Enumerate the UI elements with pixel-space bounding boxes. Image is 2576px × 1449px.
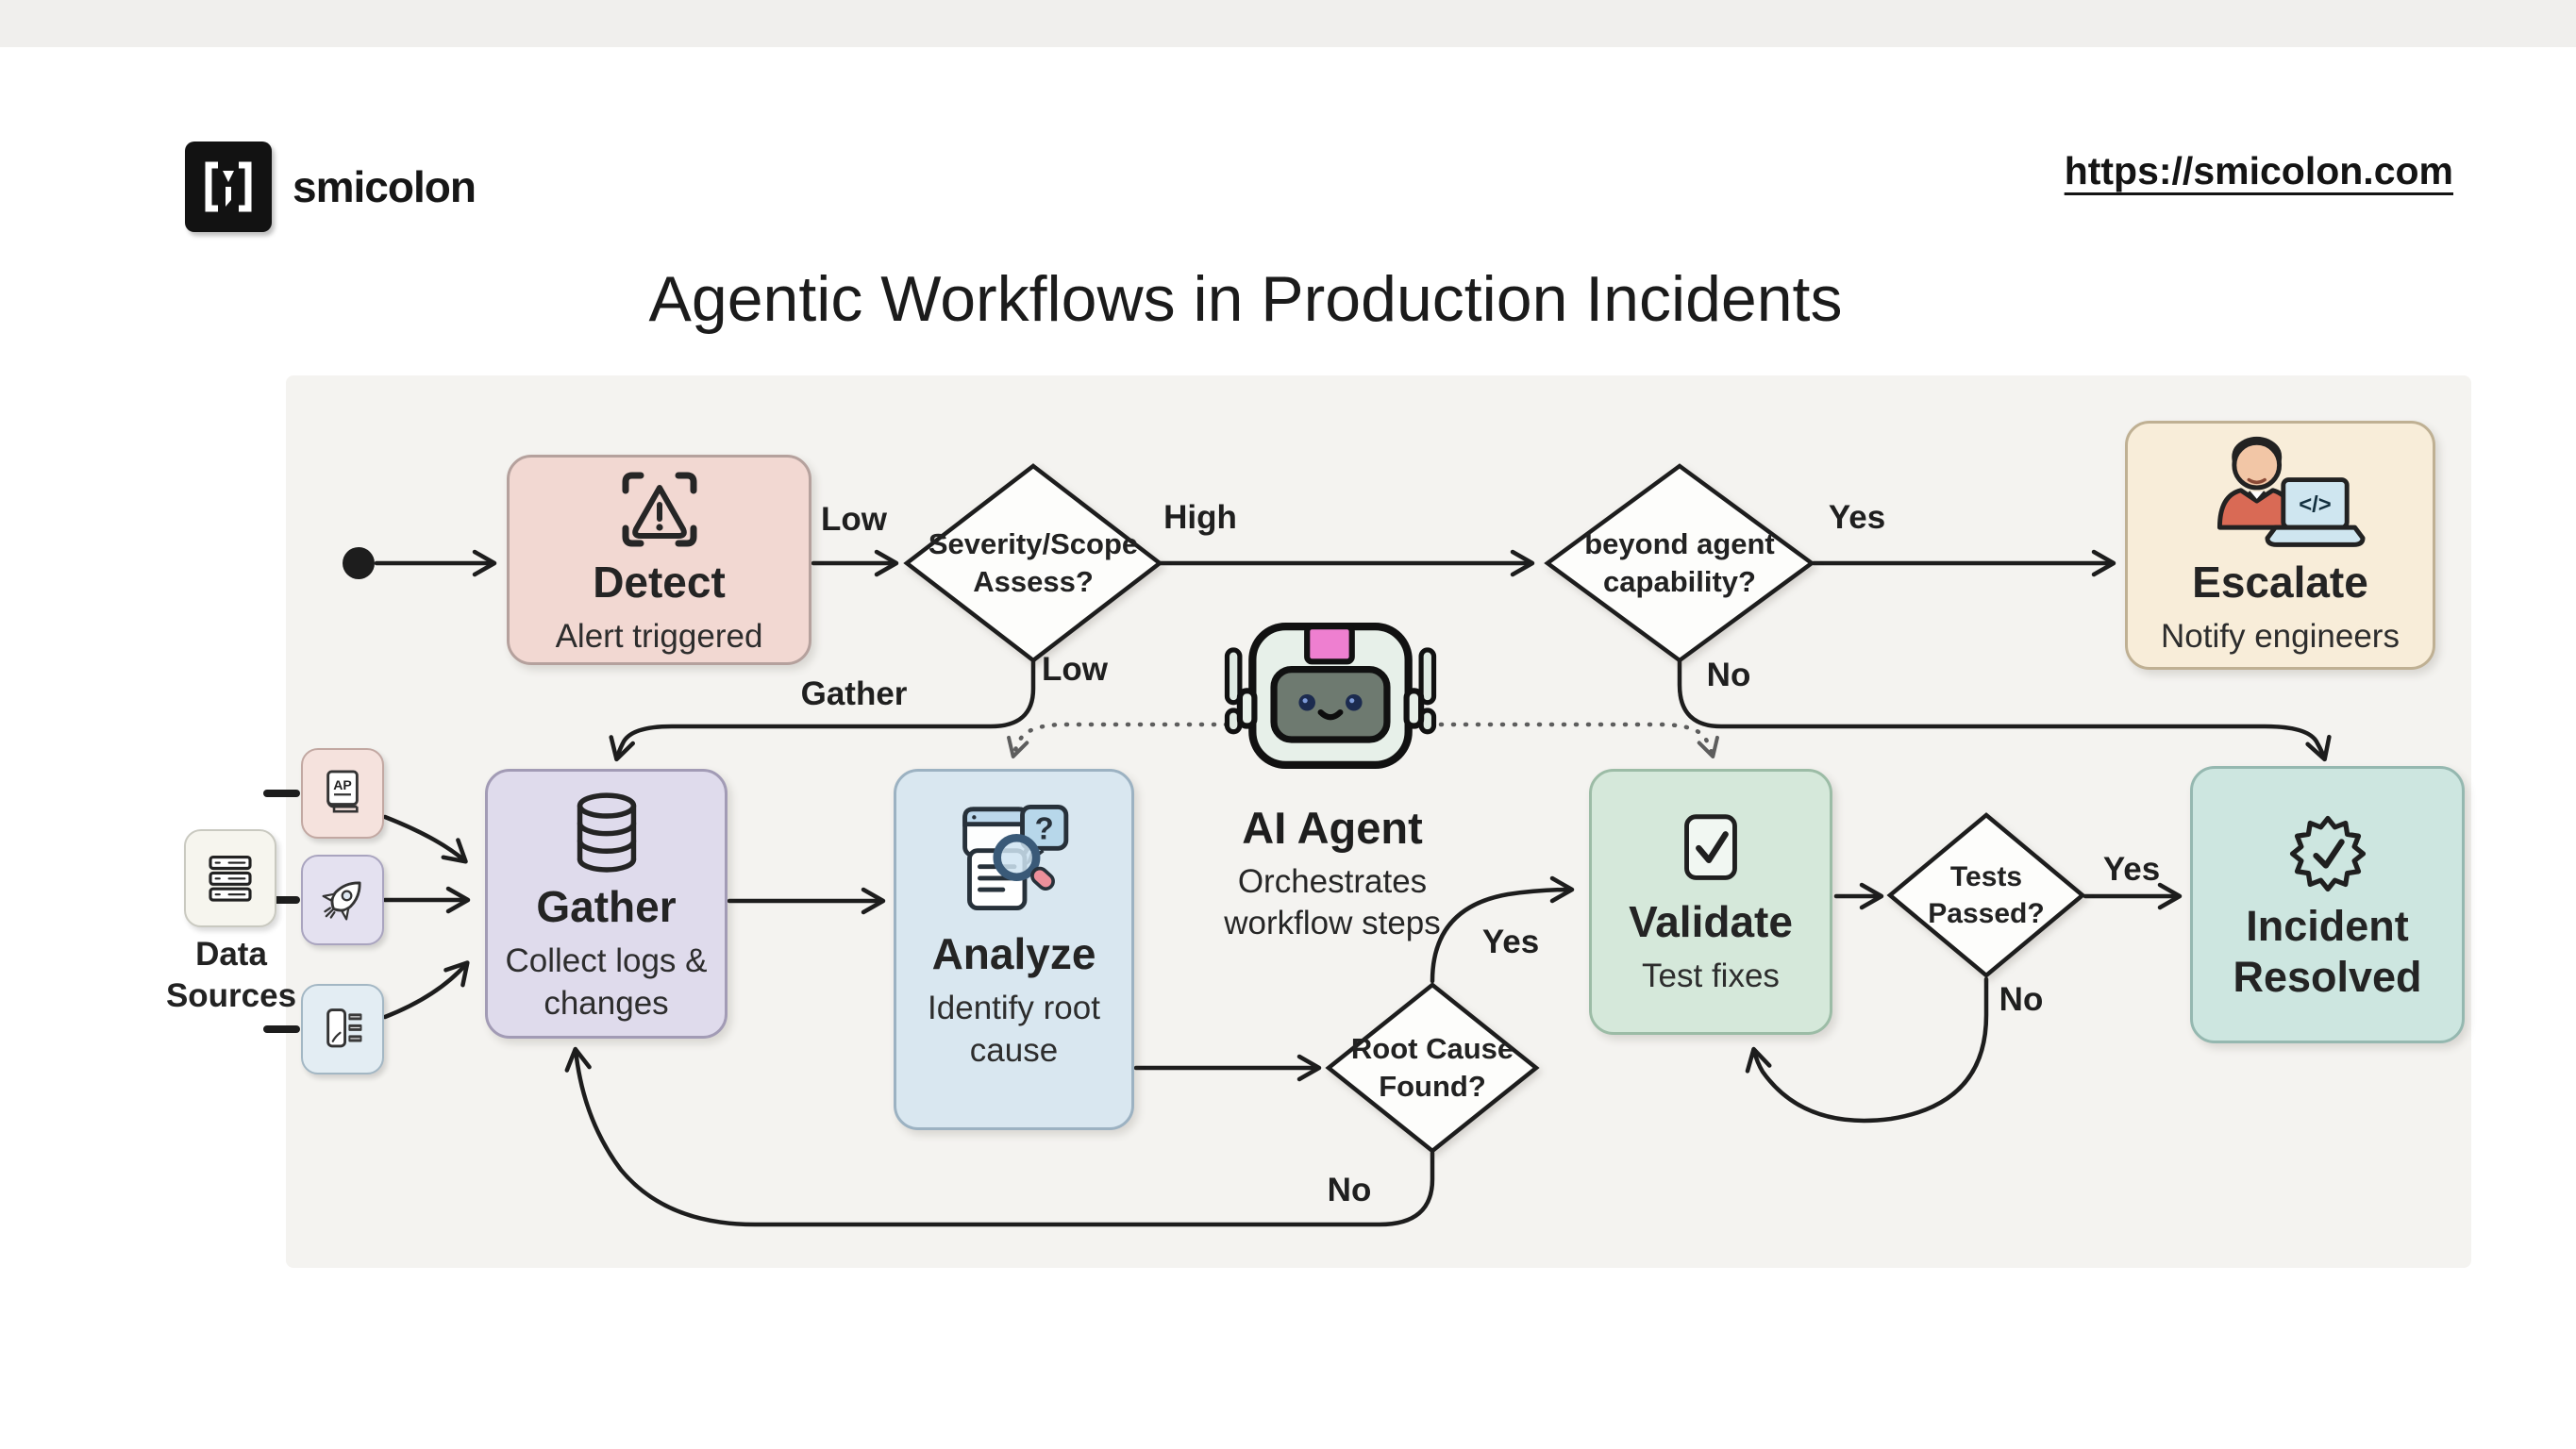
deploy-tile xyxy=(301,855,384,945)
analysis-magnifier-icon: ? xyxy=(962,804,1068,911)
validate-title: Validate xyxy=(1629,897,1793,946)
label-low-severity: Low xyxy=(1042,651,1108,688)
ai-agent-caption: AI Agent Orchestrates workflow steps xyxy=(1181,802,1483,944)
changelog-tile xyxy=(301,984,384,1074)
ai-agent-title: AI Agent xyxy=(1242,803,1423,853)
svg-text:</>: </> xyxy=(2299,491,2332,517)
database-icon xyxy=(577,792,636,873)
label-no-root: No xyxy=(1327,1172,1372,1208)
analyze-title: Analyze xyxy=(931,929,1096,978)
gather-subtitle: Collect logs & changes xyxy=(505,941,708,1022)
beyond-capability-question: beyond agent capability? xyxy=(1584,526,1775,598)
node-detect: Detect Alert triggered xyxy=(507,455,811,665)
site-url-link[interactable]: https://smicolon.com xyxy=(2064,149,2453,192)
label-gather-edge: Gather xyxy=(800,675,908,712)
engineer-laptop-icon: </> xyxy=(2216,436,2366,547)
node-validate: Validate Test fixes xyxy=(1589,769,1832,1035)
ai-agent-subtitle: Orchestrates workflow steps xyxy=(1224,863,1441,941)
top-strip xyxy=(0,0,2576,47)
robot-icon xyxy=(1224,623,1437,769)
api-docs-tile: AP xyxy=(301,748,384,839)
verified-badge-icon xyxy=(2289,815,2366,892)
validate-subtitle: Test fixes xyxy=(1642,958,1780,995)
node-escalate: </> Escalate Notify engineers xyxy=(2125,421,2435,670)
data-sources-tile xyxy=(184,829,276,927)
node-gather: Gather Collect logs & changes xyxy=(485,769,728,1039)
checkbox-icon xyxy=(1684,814,1737,880)
server-stack-icon xyxy=(209,856,252,902)
data-sources-label: Data Sources xyxy=(165,936,297,1014)
node-incident-resolved: Incident Resolved xyxy=(2190,766,2465,1043)
label-low-detect: Low xyxy=(821,501,887,538)
gather-title: Gather xyxy=(536,881,677,931)
label-no-beyond: No xyxy=(1706,657,1751,693)
detect-title: Detect xyxy=(593,557,726,607)
node-analyze: ? Analyze Identify root cause xyxy=(894,769,1134,1130)
rocket-icon xyxy=(322,881,361,921)
label-high: High xyxy=(1163,499,1237,536)
analyze-subtitle: Identify root cause xyxy=(928,990,1100,1069)
root-cause-question: Root Cause Found? xyxy=(1350,1031,1514,1103)
api-book-icon: AP xyxy=(326,770,359,813)
logs-icon xyxy=(326,1008,362,1048)
detect-subtitle: Alert triggered xyxy=(555,617,763,655)
escalate-title: Escalate xyxy=(2192,558,2368,607)
svg-text:?: ? xyxy=(1034,811,1053,846)
escalate-subtitle: Notify engineers xyxy=(2161,618,2400,656)
svg-text:AP: AP xyxy=(333,777,352,792)
severity-question: Severity/Scope Assess? xyxy=(928,526,1139,598)
resolved-title: Incident Resolved xyxy=(2233,902,2422,1001)
semicolon-logo-icon xyxy=(185,142,272,232)
page-title: Agentic Workflows in Production Incident… xyxy=(648,263,1843,335)
label-yes-root: Yes xyxy=(1481,924,1540,960)
alert-scan-icon xyxy=(622,472,696,546)
label-no-tests: No xyxy=(1999,981,2044,1018)
logo-text: smicolon xyxy=(293,162,477,211)
label-yes-tests: Yes xyxy=(2102,851,2161,888)
brand-logo: smicolon xyxy=(185,142,477,232)
label-yes-escalate: Yes xyxy=(1828,499,1886,536)
tests-passed-question: Tests Passed? xyxy=(1928,861,2045,929)
